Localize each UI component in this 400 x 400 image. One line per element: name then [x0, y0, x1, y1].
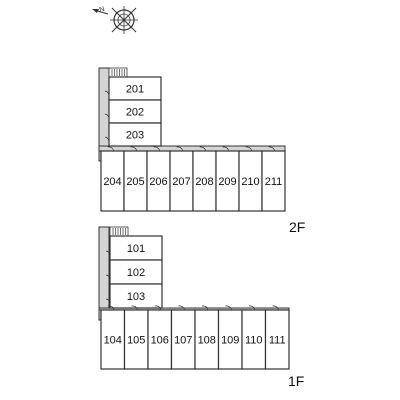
- corridor-horizontal: [98, 145, 286, 152]
- room-label: 107: [174, 335, 192, 347]
- room-label: 105: [127, 335, 145, 347]
- room-label: 104: [104, 335, 122, 347]
- door-icon: [154, 305, 162, 311]
- door-icon: [107, 146, 114, 152]
- door-icon: [131, 305, 138, 311]
- door-icon: [176, 146, 183, 152]
- room-label: 110: [245, 335, 263, 347]
- door-icon: [105, 298, 111, 306]
- door-icon: [178, 305, 185, 311]
- room-label: 210: [241, 176, 259, 188]
- room-label: 211: [265, 176, 283, 188]
- room-label: 108: [198, 335, 216, 347]
- floor-plan-lower: 101 102 103 104 105 106 107 108 109 110 111 1F: [98, 226, 304, 389]
- door-icon: [104, 113, 110, 121]
- door-icon: [105, 274, 111, 282]
- room-label: 205: [126, 176, 144, 188]
- room-label: 209: [218, 176, 236, 188]
- room-203: [108, 122, 162, 147]
- room-label: 207: [172, 176, 190, 188]
- room-label: 203: [126, 130, 144, 142]
- compass-rose-icon: N: [92, 6, 138, 34]
- room-label: 206: [149, 176, 167, 188]
- room-103: [109, 283, 163, 309]
- door-icon: [104, 90, 110, 98]
- room-label: 103: [127, 291, 145, 303]
- staircase-icon: [108, 67, 128, 78]
- door-icon: [130, 146, 137, 152]
- room-label: 102: [127, 267, 145, 279]
- door-icon: [245, 146, 252, 152]
- door-icon: [222, 146, 229, 152]
- door-icon: [225, 305, 232, 311]
- floor-label: 2F: [289, 219, 305, 235]
- room-102: [109, 259, 163, 285]
- room-label: 208: [195, 176, 213, 188]
- staircase-icon: [109, 226, 129, 237]
- room-label: 204: [103, 176, 121, 188]
- door-icon: [107, 305, 115, 311]
- room-label: 201: [126, 84, 144, 96]
- corridor-vertical: [98, 226, 110, 321]
- room-label: 101: [127, 243, 145, 255]
- floor-label: 1F: [288, 373, 304, 389]
- room-label: 111: [269, 335, 286, 347]
- door-icon: [104, 136, 110, 144]
- room-label: 109: [221, 335, 239, 347]
- room-label: 106: [151, 335, 169, 347]
- door-icon: [105, 250, 111, 258]
- door-icon: [272, 305, 279, 311]
- compass-north-letter: N: [99, 6, 106, 14]
- room-111: [264, 309, 290, 370]
- room-label: 202: [126, 107, 144, 119]
- door-icon: [268, 146, 275, 152]
- door-icon: [248, 305, 256, 311]
- door-icon: [153, 146, 160, 152]
- floor-plan-upper: 201 202 203 204 205 206 207 208 209 210 211 2F: [98, 67, 305, 235]
- door-icon: [199, 146, 206, 152]
- room-211: [261, 150, 286, 212]
- door-icon: [201, 305, 209, 311]
